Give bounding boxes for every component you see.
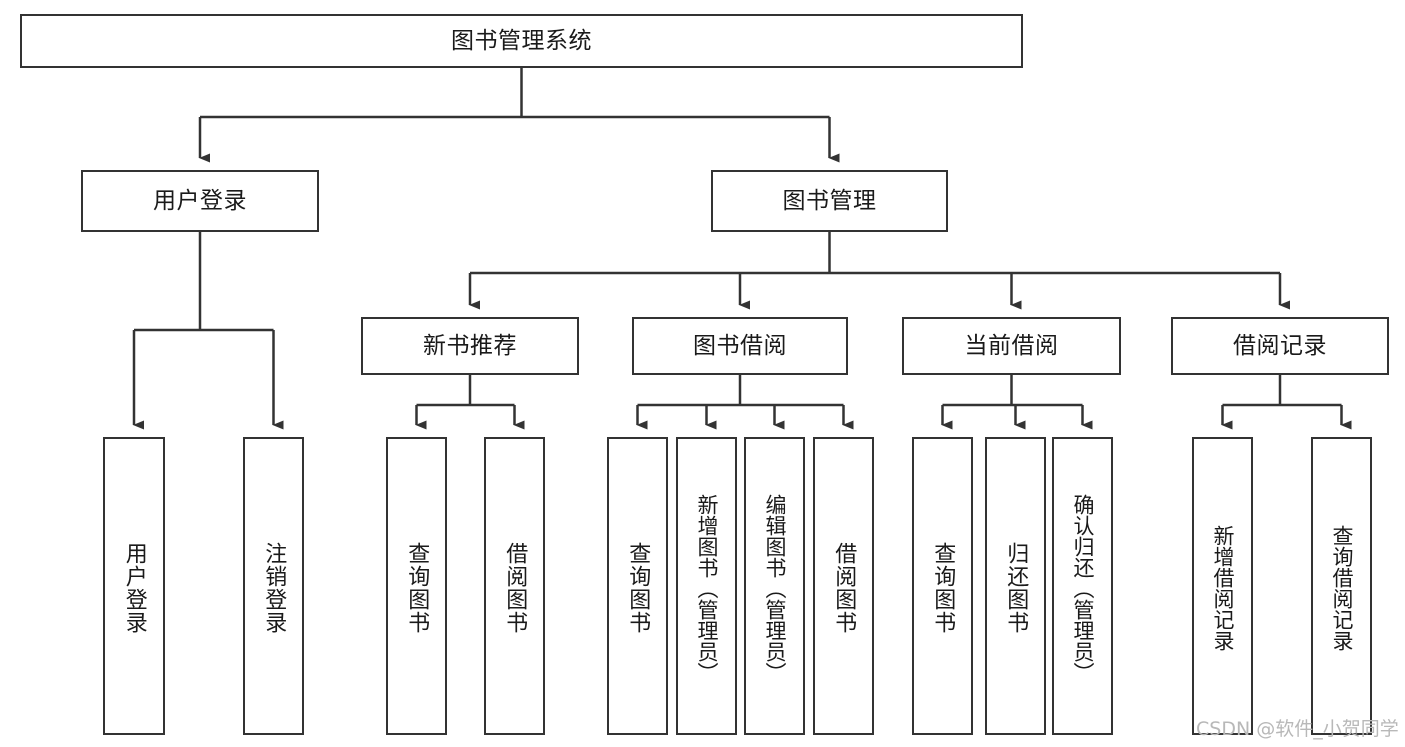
node-leaf-bb-edit[interactable]: 编辑图书（管理员）	[744, 437, 805, 735]
node-label: 查询图书	[625, 542, 651, 634]
node-label: 图书管理	[782, 187, 877, 214]
node-leaf-br-add[interactable]: 新增借阅记录	[1192, 437, 1253, 735]
node-label: 归还图书	[1003, 542, 1029, 634]
node-leaf-rec-query[interactable]: 查询图书	[386, 437, 447, 735]
node-book-manage[interactable]: 图书管理	[711, 170, 948, 232]
node-borrow-record[interactable]: 借阅记录	[1171, 317, 1389, 375]
node-leaf-bb-query[interactable]: 查询图书	[607, 437, 668, 735]
node-user-login[interactable]: 用户登录	[81, 170, 319, 232]
node-label: 借阅图书	[502, 542, 528, 634]
node-label: 新增借阅记录	[1211, 525, 1236, 651]
node-label: 查询图书	[404, 542, 430, 634]
node-label: 查询图书	[930, 542, 956, 634]
node-current-borrow[interactable]: 当前借阅	[902, 317, 1121, 375]
node-new-book-rec[interactable]: 新书推荐	[361, 317, 579, 375]
node-label: 确认归还（管理员）	[1071, 493, 1096, 683]
node-label: 借阅图书	[831, 542, 857, 634]
node-leaf-bb-borrow[interactable]: 借阅图书	[813, 437, 874, 735]
node-leaf-cb-query[interactable]: 查询图书	[912, 437, 973, 735]
node-leaf-br-query[interactable]: 查询借阅记录	[1311, 437, 1372, 735]
node-label: 图书管理系统	[451, 27, 592, 54]
node-leaf-cb-return[interactable]: 归还图书	[985, 437, 1046, 735]
node-leaf-logout[interactable]: 注销登录	[243, 437, 304, 735]
node-leaf-user-login[interactable]: 用户登录	[103, 437, 165, 735]
node-label: 图书借阅	[693, 332, 787, 359]
node-label: 当前借阅	[964, 332, 1059, 359]
node-leaf-bb-add[interactable]: 新增图书（管理员）	[676, 437, 737, 735]
node-label: 借阅记录	[1233, 332, 1327, 359]
node-label: 新增图书（管理员）	[695, 493, 720, 683]
node-root[interactable]: 图书管理系统	[20, 14, 1023, 68]
node-label: 用户登录	[153, 187, 247, 214]
node-leaf-cb-confirm[interactable]: 确认归还（管理员）	[1052, 437, 1113, 735]
node-label: 注销登录	[261, 542, 287, 634]
watermark: CSDN @软件_小贺同学	[1196, 718, 1399, 740]
node-label: 编辑图书（管理员）	[763, 493, 788, 683]
node-label: 用户登录	[121, 542, 147, 634]
node-label: 新书推荐	[423, 332, 517, 359]
node-book-borrow[interactable]: 图书借阅	[632, 317, 848, 375]
node-label: 查询借阅记录	[1330, 525, 1355, 651]
node-leaf-rec-borrow[interactable]: 借阅图书	[484, 437, 545, 735]
